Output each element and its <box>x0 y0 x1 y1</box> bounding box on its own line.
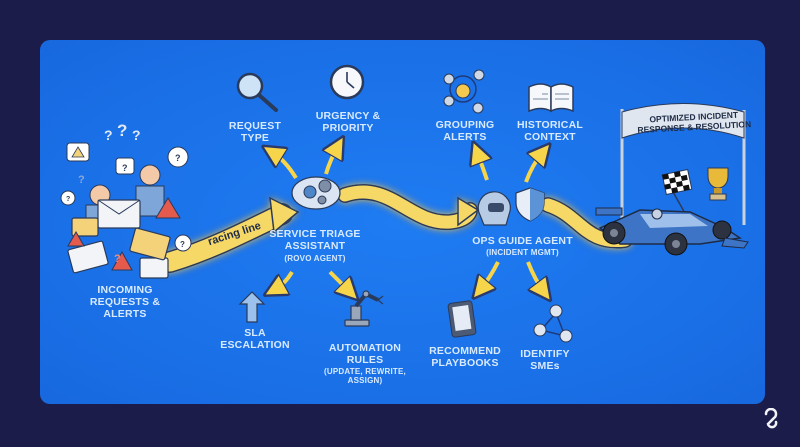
stage-label-incoming: INCOMING REQUESTS & ALERTS <box>89 284 161 320</box>
svg-text:?: ? <box>122 163 128 173</box>
svg-text:?: ? <box>114 253 121 265</box>
output-automation-rules-sub: (UPDATE, REWRITE, ASSIGN) <box>324 367 406 385</box>
helmet-shield-icon <box>477 187 545 226</box>
output-automation-rules: AUTOMATION RULES <box>328 342 402 366</box>
svg-text:?: ? <box>175 153 181 163</box>
incoming-cluster-icon: ??? ? ? ???? <box>60 121 192 279</box>
output-urgency-priority: URGENCY & PRIORITY <box>315 110 381 134</box>
diagram-panel: ??? ? ? ???? <box>40 40 765 404</box>
svg-text:?: ? <box>132 127 141 143</box>
alert-network-icon <box>443 69 485 114</box>
trophy-icon <box>707 167 729 201</box>
brand-logo-icon <box>764 408 778 429</box>
stage-sublabel-ops: (INCIDENT MGMT) <box>486 248 559 257</box>
checkered-flag-icon <box>661 168 693 223</box>
output-sla-escalation: SLA ESCALATION <box>220 327 290 351</box>
clock-icon <box>329 64 365 100</box>
race-car-icon <box>595 207 749 256</box>
output-historical-context: HISTORICAL CONTEXT <box>517 119 583 143</box>
robot-arm-icon <box>344 290 384 327</box>
magnifier-icon <box>236 72 278 112</box>
svg-text:?: ? <box>66 196 70 203</box>
open-book-icon <box>528 83 574 113</box>
people-network-icon <box>533 304 573 343</box>
stage-label-triage: SERVICE TRIAGE ASSISTANT <box>269 228 361 252</box>
tablet-document-icon <box>447 300 477 338</box>
svg-text:?: ? <box>117 121 127 140</box>
svg-text:?: ? <box>104 127 113 143</box>
output-identify-smes: IDENTIFY SMEs <box>520 348 570 372</box>
triage-arrows <box>272 146 350 292</box>
stage-label-ops: OPS GUIDE AGENT <box>472 235 573 247</box>
up-arrow-icon <box>238 291 266 323</box>
diagram-graphics: ??? ? ? ???? <box>60 64 749 343</box>
svg-text:?: ? <box>78 174 85 186</box>
output-request-type: REQUEST TYPE <box>228 120 282 144</box>
brain-gears-icon <box>291 176 341 210</box>
output-grouping-alerts: GROUPING ALERTS <box>435 119 495 143</box>
output-recommend-playbooks: RECOMMEND PLAYBOOKS <box>429 345 501 369</box>
stage-sublabel-triage: (ROVO AGENT) <box>284 254 346 263</box>
svg-text:?: ? <box>180 240 185 249</box>
ops-arrows <box>477 152 544 292</box>
